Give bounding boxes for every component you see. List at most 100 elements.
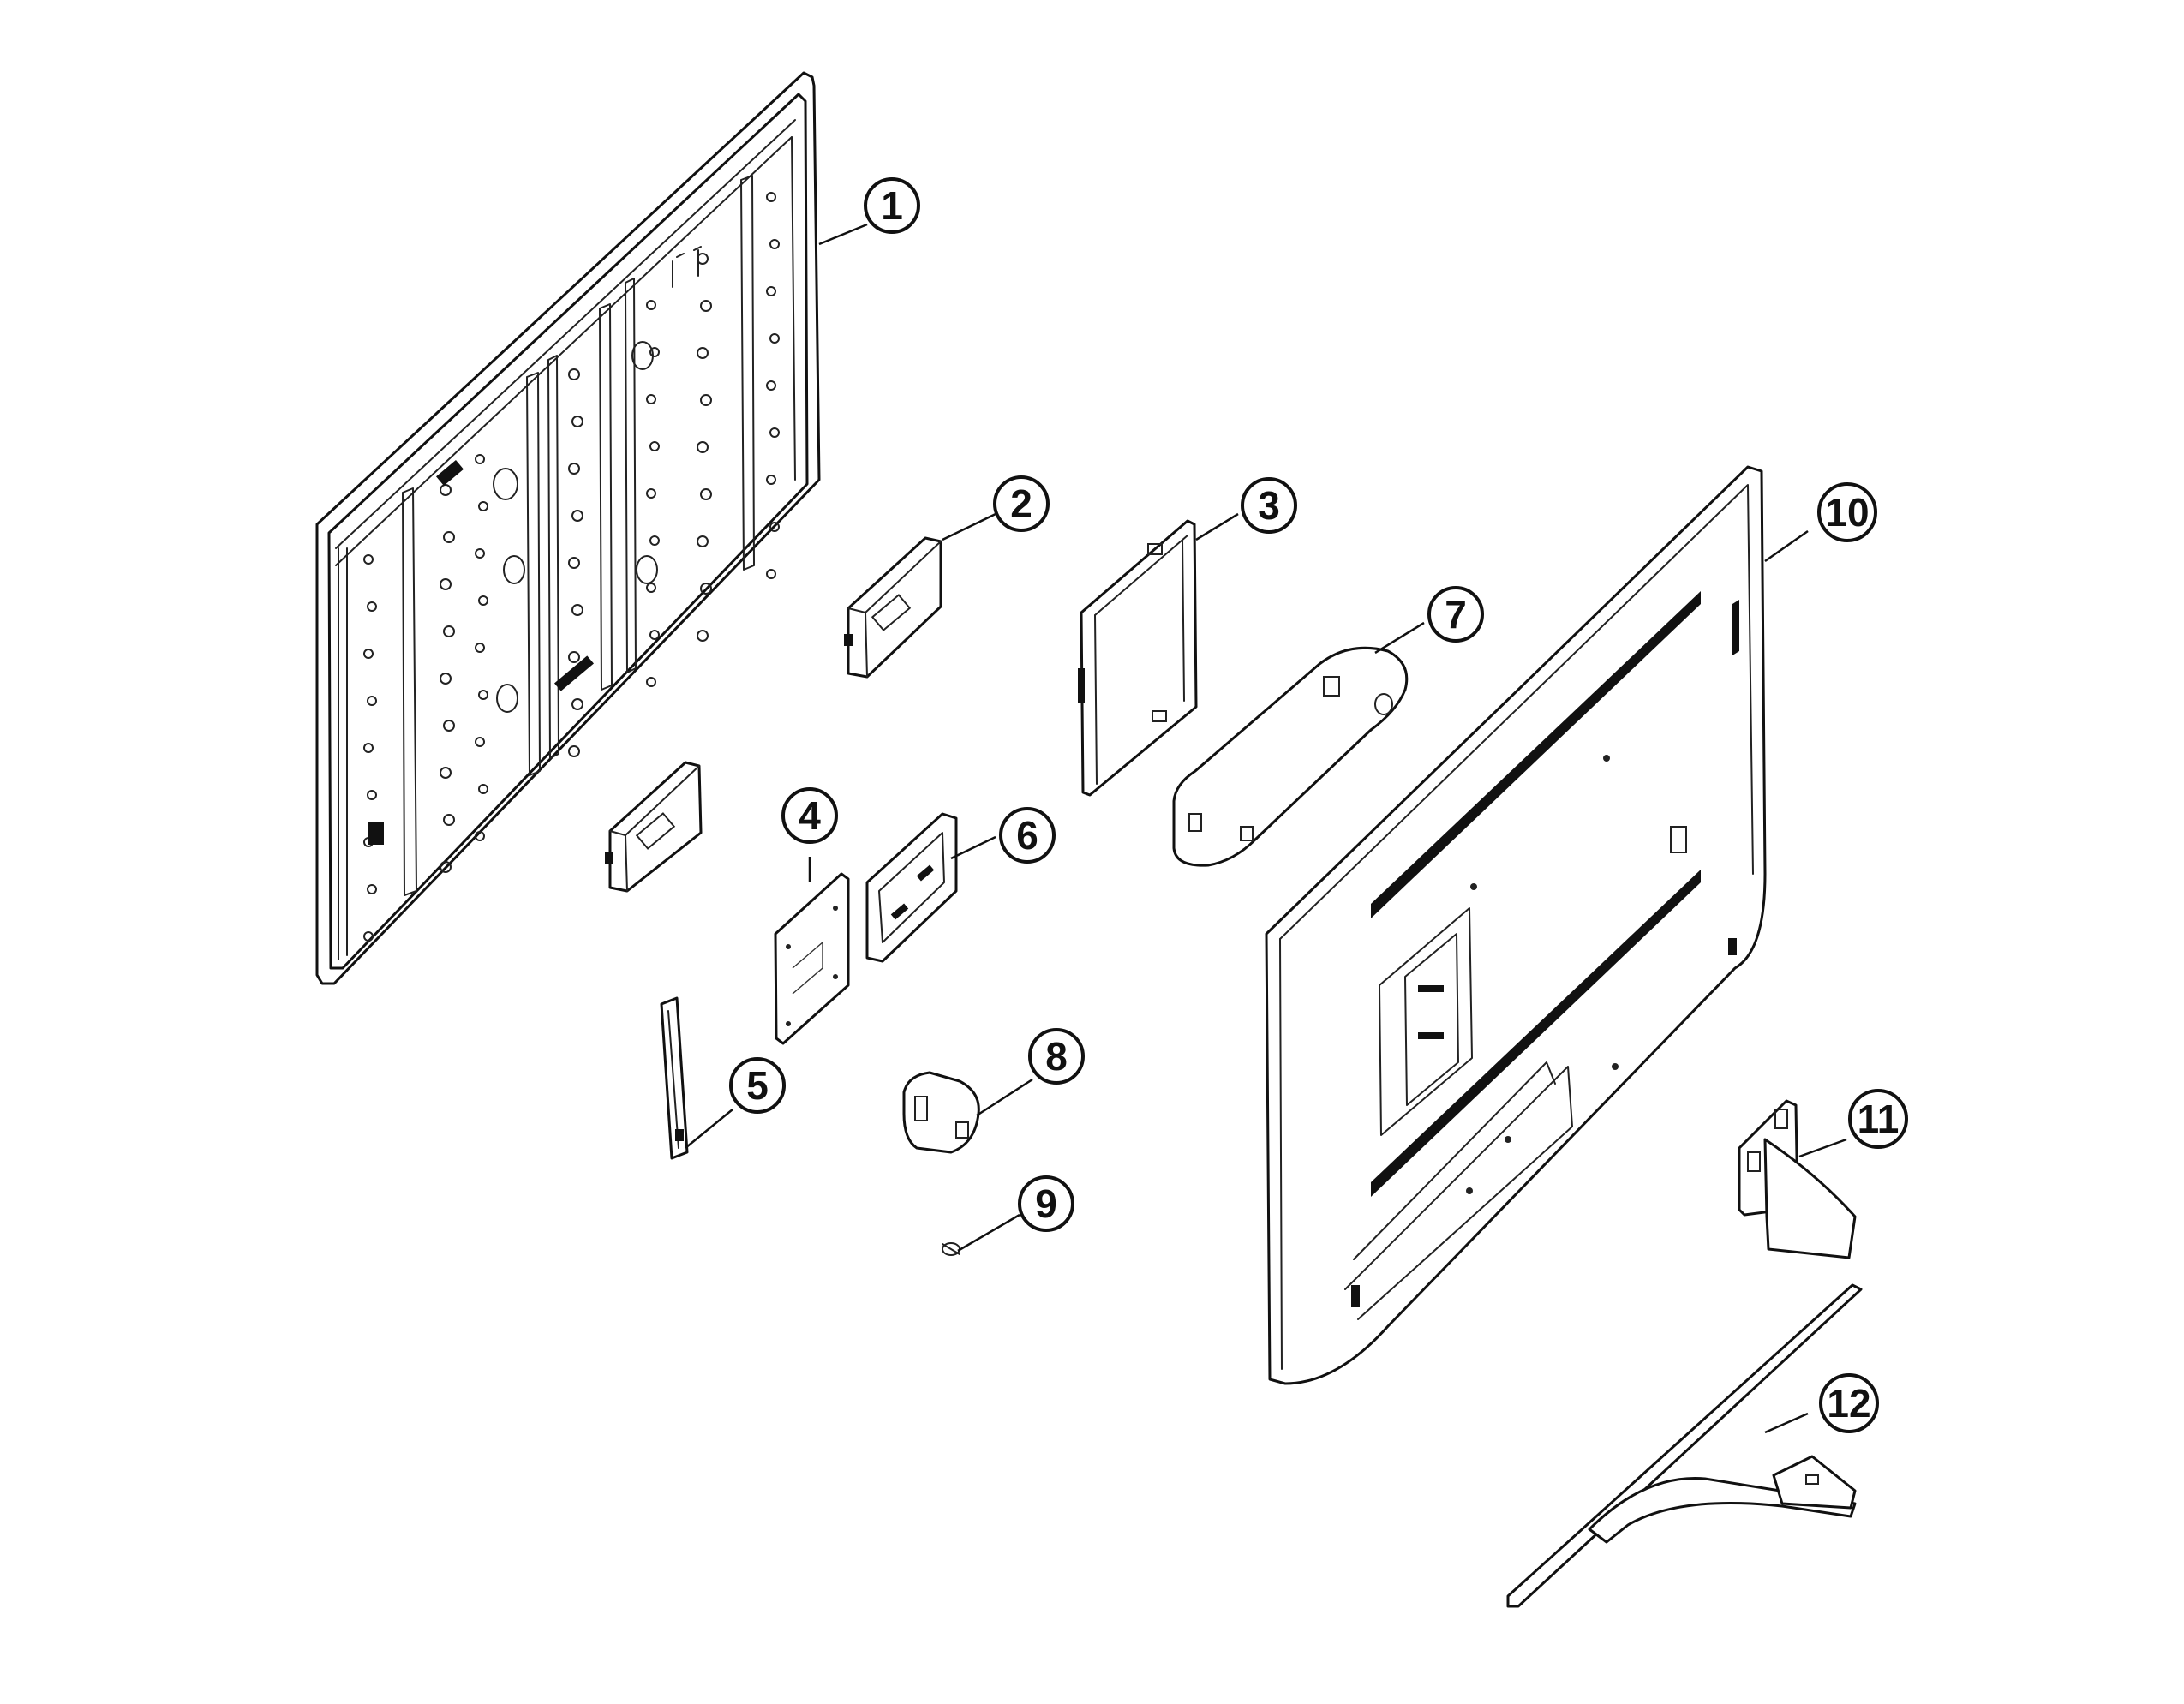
panel-mounting-hole (700, 583, 712, 595)
panel-mounting-hole (649, 347, 660, 357)
panel-mounting-hole (646, 583, 656, 593)
callout-2-label: 2 (1010, 481, 1032, 526)
panel-mounting-hole (478, 690, 488, 700)
callout-7: 7 (1427, 586, 1484, 643)
panel-mounting-hole (697, 535, 709, 547)
panel-mounting-hole (440, 861, 452, 873)
callout-10: 10 (1817, 482, 1877, 542)
panel-mounting-hole (363, 931, 374, 942)
panel-mounting-hole (571, 604, 583, 616)
callout-4-label: 4 (799, 793, 821, 838)
part-8-small-cover (902, 1071, 980, 1154)
panel-mounting-hole (367, 696, 377, 706)
panel-mounting-hole (363, 743, 374, 753)
panel-mounting-hole (700, 488, 712, 500)
panel-mounting-hole (649, 630, 660, 640)
panel-mounting-hole (766, 380, 776, 391)
callout-1: 1 (864, 177, 920, 234)
panel-mounting-hole (646, 394, 656, 404)
callout-11-label: 11 (1858, 1097, 1900, 1141)
callout-12: 12 (1819, 1373, 1879, 1433)
callout-9: 9 (1018, 1175, 1074, 1232)
part-7-cover (1172, 646, 1409, 867)
callout-6-label: 6 (1016, 813, 1038, 858)
panel-mounting-hole (646, 300, 656, 310)
panel-mounting-hole (478, 784, 488, 794)
panel-mounting-hole (440, 673, 452, 685)
panel-mounting-hole (766, 569, 776, 579)
panel-mounting-hole (443, 531, 455, 543)
panel-mounting-hole (568, 368, 580, 380)
panel-mounting-hole (571, 698, 583, 710)
callout-2: 2 (993, 475, 1050, 532)
panel-mounting-hole (440, 767, 452, 779)
panel-mounting-hole (766, 286, 776, 296)
panel-mounting-hole (649, 535, 660, 546)
panel-mounting-hole (475, 737, 485, 747)
panel-mounting-hole (766, 192, 776, 202)
callout-7-label: 7 (1445, 592, 1467, 637)
callout-12-label: 12 (1827, 1381, 1870, 1426)
part-10-rear-cover (1265, 465, 1767, 1385)
part-9-clip (942, 1242, 960, 1256)
callout-3: 3 (1241, 477, 1297, 534)
panel-mounting-hole (440, 578, 452, 590)
panel-mounting-hole (475, 643, 485, 653)
panel-mounting-hole (766, 475, 776, 485)
panel-mounting-hole (769, 239, 780, 249)
panel-mounting-hole (769, 333, 780, 344)
callout-8: 8 (1028, 1028, 1085, 1085)
panel-mounting-hole (697, 347, 709, 359)
panel-mounting-hole (367, 884, 377, 894)
callout-6: 6 (999, 807, 1056, 864)
callout-5: 5 (729, 1057, 786, 1114)
panel-mounting-hole (697, 441, 709, 453)
callout-10-label: 10 (1825, 490, 1869, 535)
panel-mounting-hole (568, 463, 580, 475)
panel-mounting-hole (443, 720, 455, 732)
panel-mounting-hole (363, 554, 374, 565)
part-12-stand-base (1506, 1283, 1863, 1608)
speaker-left (605, 761, 703, 893)
callout-9-label: 9 (1035, 1181, 1057, 1226)
panel-mounting-hole (568, 745, 580, 757)
panel-mounting-hole (700, 300, 712, 312)
panel-mounting-hole (440, 484, 452, 496)
part-5-bracket (660, 996, 689, 1160)
part-2-speaker (844, 536, 942, 679)
panel-mounting-hole (571, 510, 583, 522)
panel-mounting-hole (475, 548, 485, 559)
panel-mounting-hole (568, 651, 580, 663)
panel-mounting-hole (475, 831, 485, 841)
leader-lines (685, 223, 1847, 1434)
part-4-main-board (774, 872, 850, 1045)
panel-mounting-hole (367, 790, 377, 800)
panel-mounting-hole (568, 557, 580, 569)
callout-11: 11 (1848, 1089, 1908, 1149)
callout-3-label: 3 (1258, 483, 1280, 528)
panel-mounting-hole (697, 630, 709, 642)
callout-1-label: 1 (881, 183, 903, 228)
panel-mounting-hole (700, 394, 712, 406)
panel-mounting-hole (649, 441, 660, 451)
part-6-bracket-frame (865, 812, 958, 963)
panel-mounting-hole (769, 427, 780, 438)
panel-mounting-hole (478, 501, 488, 511)
part-3-power-board (1078, 519, 1198, 797)
panel-mounting-hole (646, 488, 656, 499)
callout-4: 4 (781, 787, 838, 844)
panel-mounting-hole (367, 601, 377, 612)
panel-mounting-hole (443, 814, 455, 826)
panel-mounting-hole (571, 416, 583, 427)
panel-mounting-hole (769, 522, 780, 532)
panel-mounting-hole (478, 595, 488, 606)
panel-mounting-hole (443, 625, 455, 637)
part-1-display-panel (315, 71, 821, 985)
panel-mounting-hole (363, 649, 374, 659)
callout-5-label: 5 (746, 1063, 769, 1108)
panel-mounting-hole (475, 454, 485, 464)
callout-8-label: 8 (1045, 1034, 1068, 1079)
part-11-stand-neck (1738, 1099, 1857, 1259)
panel-mounting-hole (646, 677, 656, 687)
